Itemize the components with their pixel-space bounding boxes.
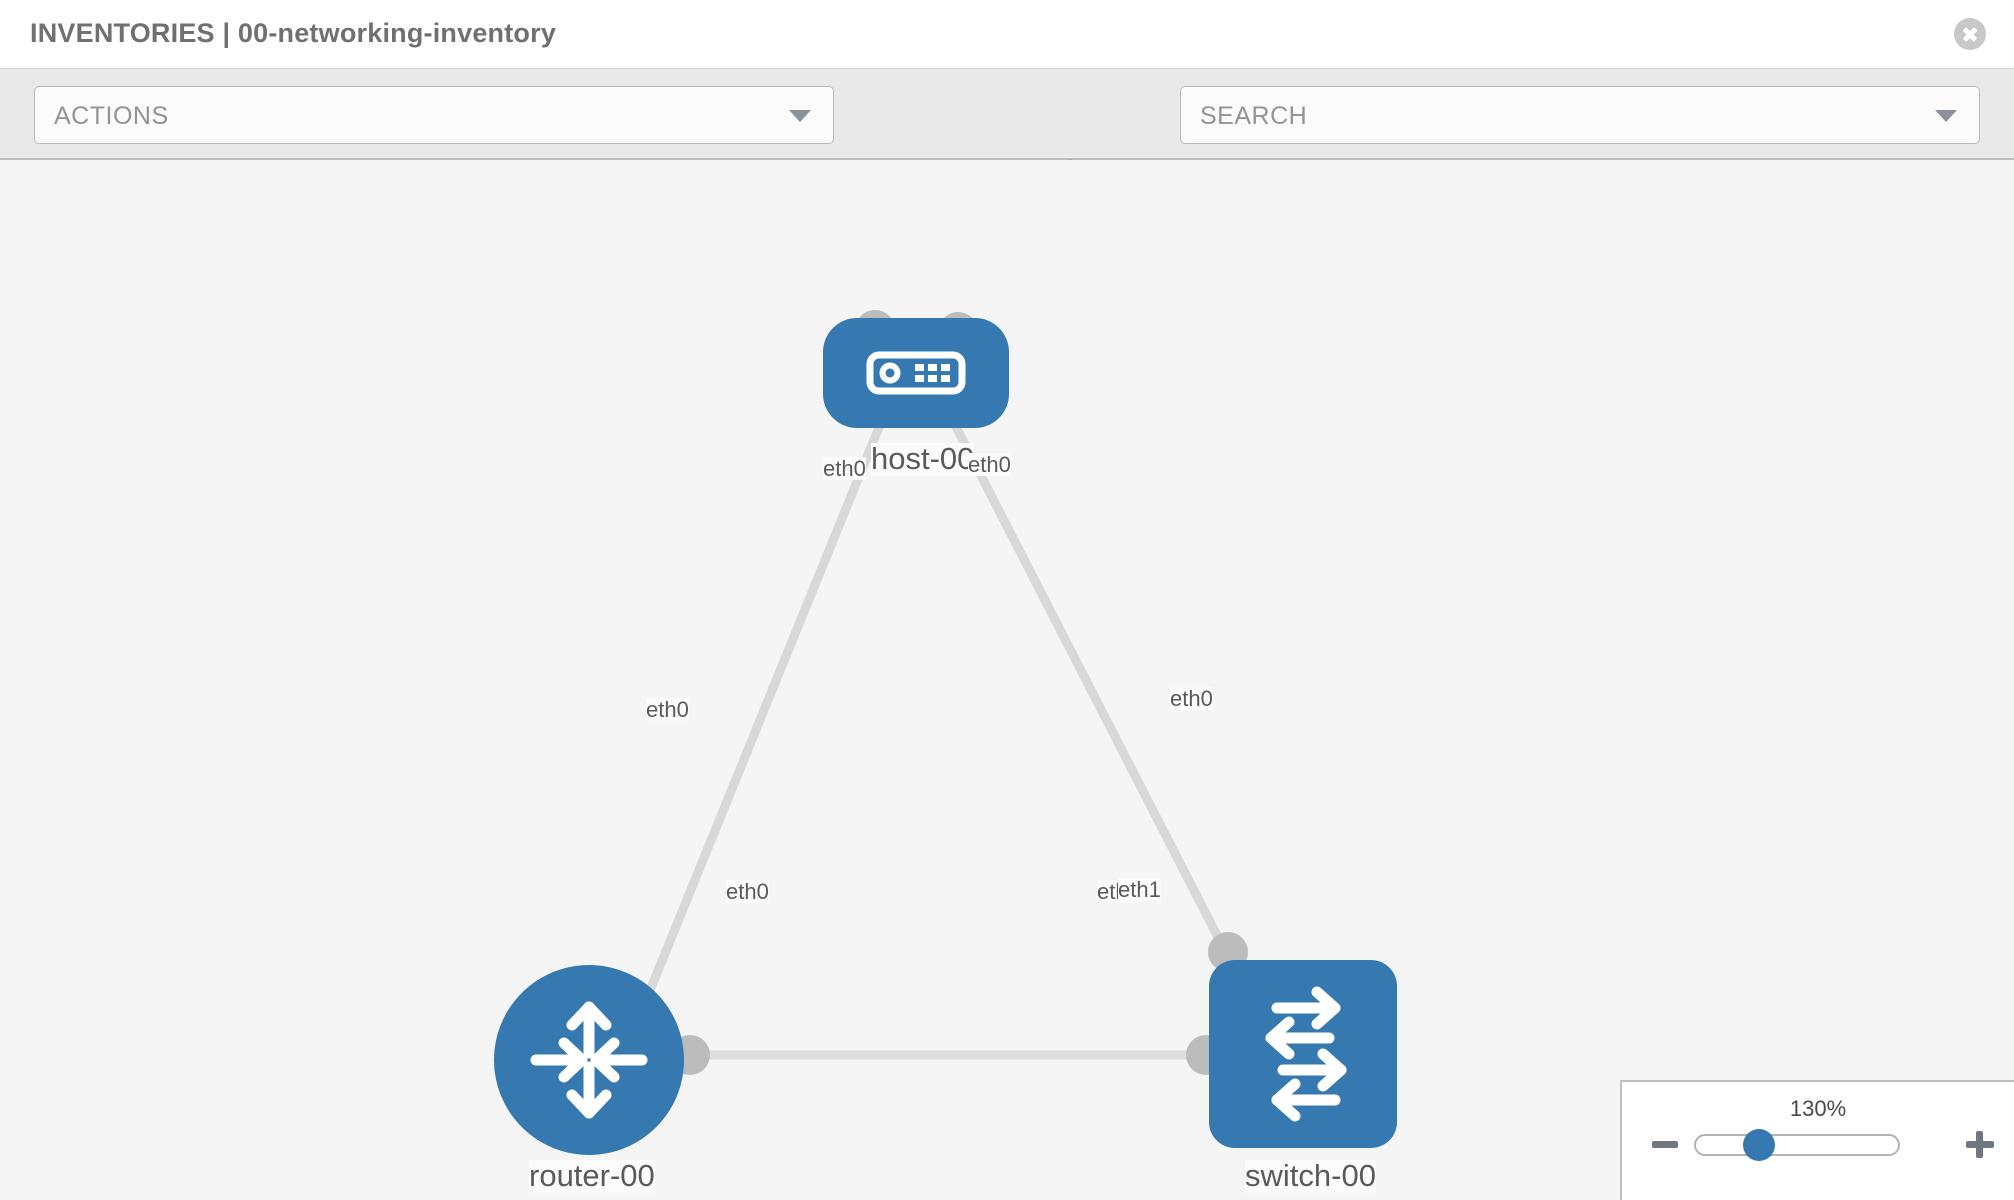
chevron-down-icon[interactable] (1935, 110, 1957, 122)
chevron-down-icon (789, 110, 811, 122)
interface-label-router-up: eth0 (646, 697, 689, 722)
node-switch-00[interactable] (1209, 960, 1397, 1148)
close-icon[interactable] (1954, 18, 1986, 50)
search-input-placeholder: SEARCH (1200, 102, 1308, 130)
node-host-00[interactable] (823, 318, 1009, 428)
page-header: INVENTORIES | 00-networking-inventory (0, 0, 2014, 69)
interface-label-host-right: eth0 (968, 452, 1011, 477)
zoom-control-panel: 130% (1620, 1080, 2014, 1200)
page-title: INVENTORIES | 00-networking-inventory (30, 18, 557, 48)
interface-label-host-left: eth0 (823, 456, 866, 481)
node-label-router-00: router-00 (529, 1158, 655, 1193)
actions-dropdown-label: ACTIONS (54, 102, 169, 130)
node-label-host-00: host-00 (871, 441, 975, 476)
node-label-switch-00: switch-00 (1245, 1158, 1376, 1193)
link-host-switch (950, 422, 1245, 983)
zoom-out-button[interactable] (1652, 1130, 1682, 1160)
link-host-router (635, 423, 885, 1017)
interface-label-router-right: eth0 (726, 879, 769, 904)
zoom-slider-track[interactable] (1694, 1134, 1900, 1156)
node-router-00[interactable] (494, 965, 684, 1155)
zoom-level-value: 130% (1789, 1096, 1847, 1121)
search-input[interactable]: SEARCH (1180, 86, 1980, 144)
interface-label-switch-left-b: eth1 (1118, 877, 1161, 902)
toolbar: ACTIONS SEARCH (0, 69, 2014, 196)
topology-canvas[interactable]: host-00 router-00 switch-00 eth0 eth0 et… (0, 160, 2014, 1200)
zoom-in-button[interactable] (1966, 1130, 1996, 1160)
zoom-slider-thumb[interactable] (1743, 1129, 1775, 1161)
interface-label-switch-up: eth0 (1170, 686, 1213, 711)
actions-dropdown[interactable]: ACTIONS (34, 86, 834, 144)
topology-links (635, 422, 1245, 1060)
